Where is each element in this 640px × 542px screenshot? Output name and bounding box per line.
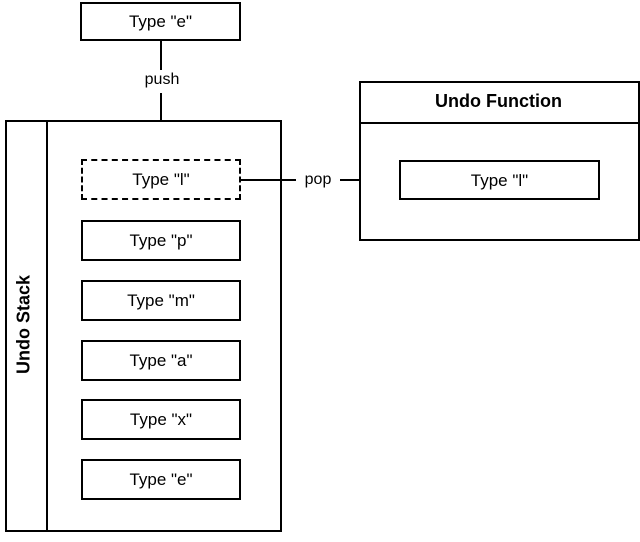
undo-function-item-box: Type "l": [399, 160, 600, 200]
stack-item: Type "p": [81, 220, 241, 261]
stack-item: Type "m": [81, 280, 241, 321]
input-action-box: Type "e": [80, 2, 241, 41]
undo-stack-divider: [46, 120, 48, 532]
undo-stack-label: Undo Stack: [13, 274, 34, 375]
stack-item: Type "a": [81, 340, 241, 381]
pop-edge-label: pop: [296, 170, 340, 190]
stack-item: Type "x": [81, 399, 241, 440]
push-edge-label: push: [133, 70, 191, 90]
undo-function-header-divider: [359, 122, 640, 124]
stack-item: Type "e": [81, 459, 241, 500]
stack-item: Type "l": [81, 159, 241, 200]
undo-function-title: Undo Function: [435, 91, 562, 111]
